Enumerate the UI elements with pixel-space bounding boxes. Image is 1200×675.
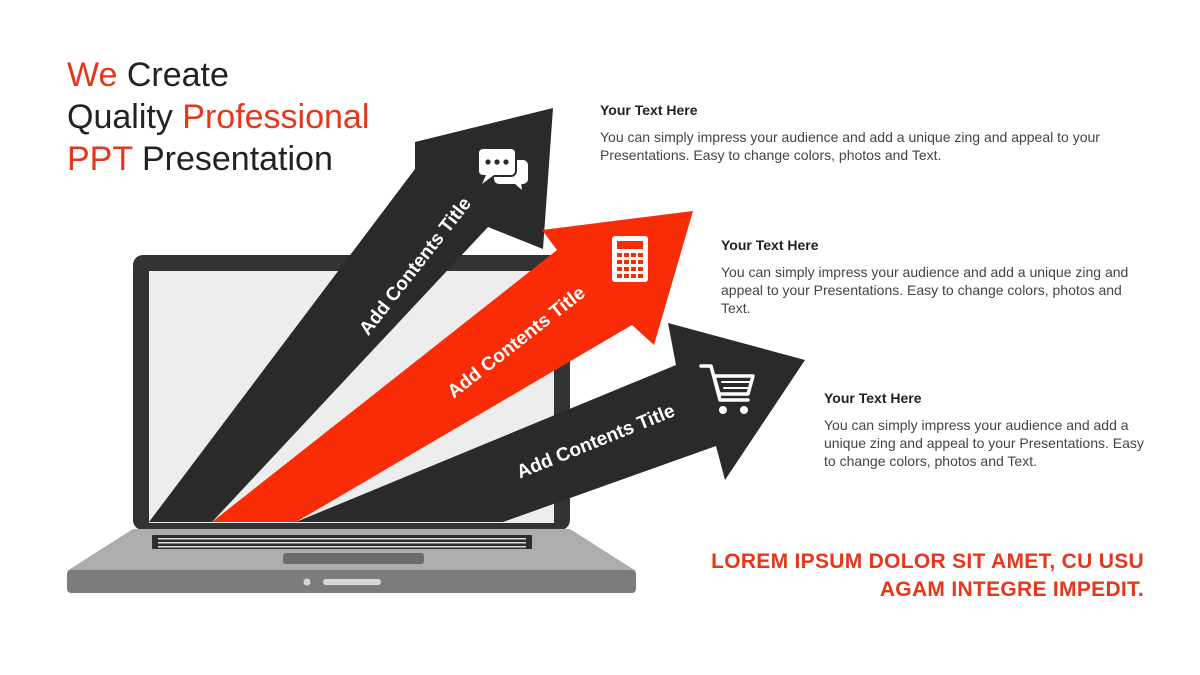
text-block-2-title: Your Text Here — [721, 237, 819, 253]
text-block-3-body: You can simply impress your audience and… — [824, 417, 1144, 469]
text-block-1-body: You can simply impress your audience and… — [600, 129, 1100, 163]
headline-line-1: We Create — [67, 56, 229, 94]
shopping-cart-icon — [699, 364, 755, 414]
tagline-line-1: LOREM IPSUM DOLOR SIT AMET, CU USU — [711, 550, 1144, 573]
tagline: LOREM IPSUM DOLOR SIT AMET, CU USU AGAM … — [711, 548, 1144, 604]
laptop-trackpad — [283, 553, 424, 564]
text-block-3-title: Your Text Here — [824, 390, 922, 406]
headline: We Create Quality Professional PPT Prese… — [67, 54, 369, 180]
laptop-power-light — [303, 578, 311, 586]
headline-line-2: Quality Professional — [67, 98, 370, 136]
calculator-icon — [612, 236, 648, 282]
arrow-1 — [149, 108, 553, 522]
tagline-line-2: AGAM INTEGRE IMPEDIT. — [879, 578, 1144, 601]
text-block-1: Your Text Here You can simply impress yo… — [600, 101, 1145, 164]
text-block-2: Your Text Here You can simply impress yo… — [721, 236, 1141, 317]
text-block-3: Your Text Here You can simply impress yo… — [824, 389, 1148, 470]
chat-bubbles-icon — [477, 147, 528, 190]
text-block-1-title: Your Text Here — [600, 102, 698, 118]
arrow-3 — [296, 323, 805, 522]
text-block-2-body: You can simply impress your audience and… — [721, 264, 1129, 316]
arrow-2 — [212, 211, 693, 522]
laptop-slot — [323, 579, 381, 585]
headline-line-3: PPT Presentation — [67, 140, 333, 178]
